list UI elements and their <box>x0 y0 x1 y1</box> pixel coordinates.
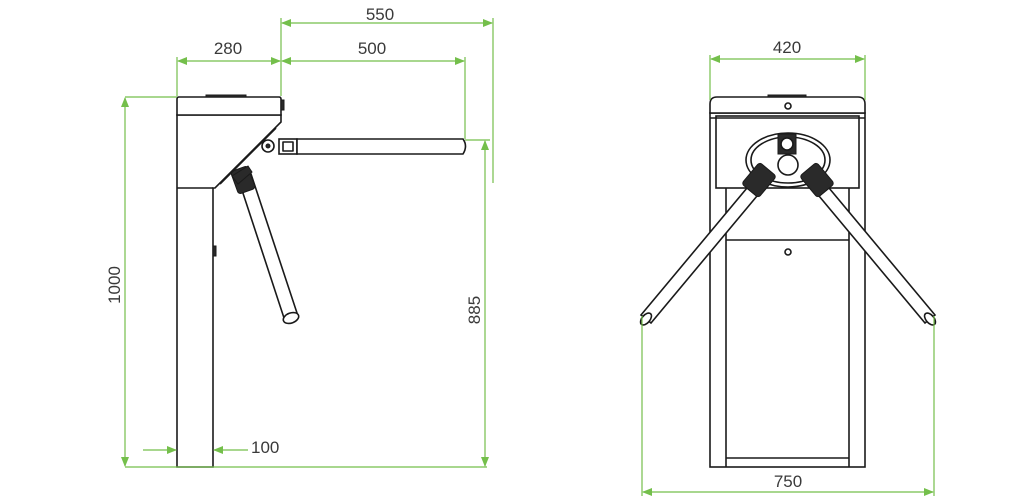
front-right-arm <box>800 162 937 326</box>
screw-icon <box>784 102 792 110</box>
side-body <box>176 114 282 468</box>
dim-label-750: 750 <box>774 472 802 491</box>
side-horizontal-arm <box>278 138 467 155</box>
dim-label-280: 280 <box>214 39 242 58</box>
side-angled-arm <box>230 165 300 325</box>
side-top-cap <box>176 96 282 116</box>
side-view: 550 280 500 1000 885 100 <box>105 5 494 468</box>
dim-label-550: 550 <box>366 5 394 24</box>
side-dimensions <box>121 18 494 468</box>
screw-icon <box>784 248 792 256</box>
dim-label-885: 885 <box>465 296 484 324</box>
dim-label-420: 420 <box>773 38 801 57</box>
front-left-arm <box>639 162 776 326</box>
front-dimensions <box>641 55 935 496</box>
dim-label-100: 100 <box>251 438 279 457</box>
dim-label-1000: 1000 <box>105 266 124 304</box>
front-view: 420 750 <box>639 38 937 496</box>
dim-label-500: 500 <box>358 39 386 58</box>
